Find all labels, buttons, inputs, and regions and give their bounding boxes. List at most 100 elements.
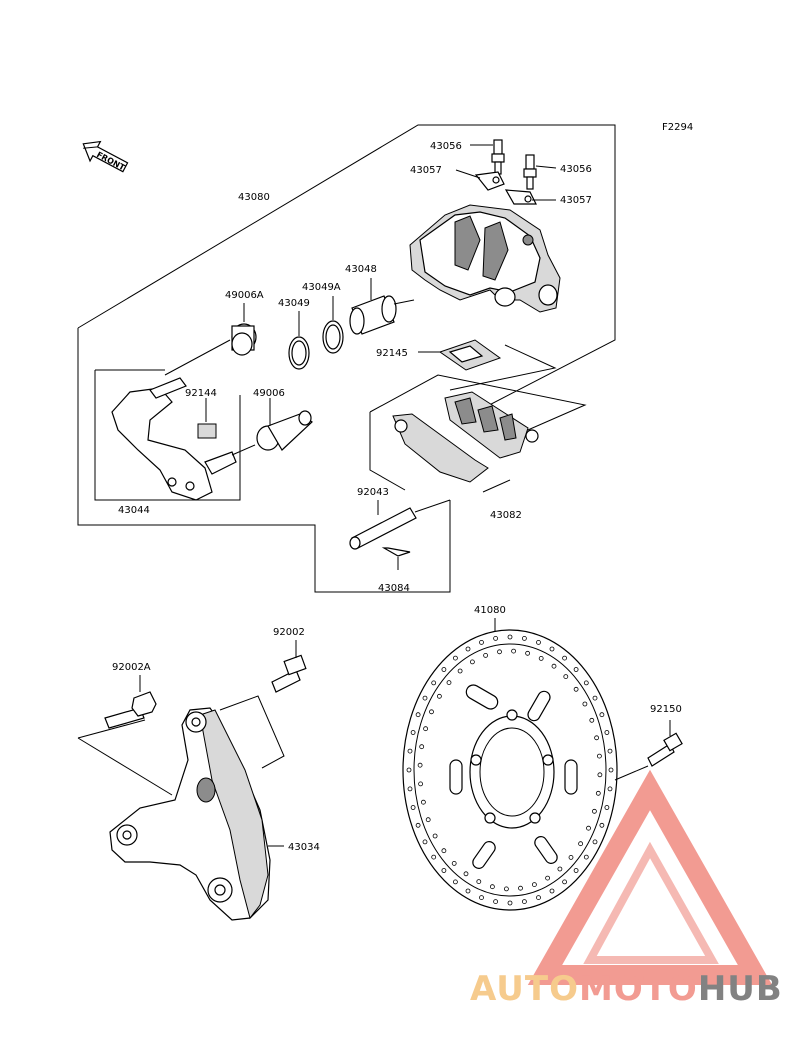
label-43034: 43034 [288,842,320,853]
label-43044: 43044 [118,505,150,516]
disc-vent-holes [406,634,614,906]
figure-code: F2294 [662,122,693,133]
label-92002: 92002 [273,627,305,638]
disc-vent-hole [583,854,589,860]
label-92150: 92150 [650,704,682,715]
label-43049A: 43049A [302,282,341,293]
disc-vent-hole [573,686,579,692]
caliper-holder [109,707,271,921]
bleeder-valve-right [523,154,537,190]
disc-vent-hole [551,663,557,669]
disc-vent-hole [452,879,458,885]
pad-spring [438,339,502,371]
disc-vent-hole [597,772,603,778]
disc-vent-hole [489,884,495,890]
disc-vent-hole [599,712,605,718]
label-43057-left: 43057 [410,165,442,176]
disc-vent-hole [525,650,530,656]
disc-vent-hole [441,848,447,854]
disc-vent-hole [586,825,591,831]
disc-vent-hole [578,841,583,847]
disc-vent-hole [592,695,598,701]
label-43080: 43080 [238,192,270,203]
disc-vent-hole [463,871,469,877]
disc-vent-hole [595,790,601,796]
disc-vent-hole [410,805,416,810]
disc-vent-hole [406,767,412,773]
disc-vent-hole [563,674,569,679]
label-43084: 43084 [378,583,410,594]
bleeder-cap-right [504,189,537,205]
disc-vent-hole [407,786,413,792]
disc-vent-hole [503,886,509,892]
label-43048: 43048 [345,264,377,275]
disc-vent-hole [599,822,605,828]
disc-bolt-holes [470,709,554,824]
disc-vent-hole [594,735,599,741]
disc-vent-hole [607,786,613,792]
disc-vent-hole [493,899,499,904]
disc-vent-hole [573,667,579,672]
disc-vent-hole [562,879,567,885]
label-92144: 92144 [185,388,217,399]
bleeder-cap-left [474,171,505,191]
disc-slots [449,684,578,869]
disc-vent-hole [522,636,527,641]
disc-vent-hole [592,839,598,845]
watermark-triangle-icon [527,769,773,985]
watermark-logo: AUTOMOTOHUB [470,769,783,1009]
disc-vent-hole [431,854,437,860]
disc-vent-hole [465,888,471,894]
disc-vent-hole [425,817,431,823]
rubber-92144 [197,423,217,439]
disc-vent-hole [532,882,537,887]
disc-vent-hole [422,695,428,701]
disc-vent-hole [436,693,442,699]
pad-kit-frame [369,344,587,493]
disc-vent-hole [423,726,429,732]
disc-vent-hole [507,900,513,906]
brake-disc [402,629,618,911]
disc-vent-hole [557,866,563,872]
caliper-bracket [111,377,237,501]
disc-vent-hole [589,717,595,723]
bleeder-valve-left [491,139,505,175]
caliper-body [409,204,561,313]
disc-vent-hole [607,748,613,754]
boot-49006 [256,410,313,451]
disc-vent-hole [457,668,463,674]
disc-vent-hole [549,888,555,894]
disc-vent-hole [441,667,447,672]
disc-vent-hole [507,634,513,640]
disc-vent-hole [479,640,484,645]
disc-vent-hole [493,636,499,641]
label-43057-right: 43057 [560,195,592,206]
disc-vent-hole [497,649,502,655]
disc-vent-hole [452,655,458,661]
label-43056-left: 43056 [430,141,462,152]
disc-vent-hole [536,640,541,645]
disc-vent-hole [545,875,550,881]
watermark-hub: HUB [698,969,783,1009]
label-41080: 41080 [474,605,506,616]
disc-vent-hole [536,895,541,900]
disc-vent-hole [446,680,452,685]
watermark-moto: MOTO [579,969,698,1009]
front-arrow-icon: FRONT [82,140,129,173]
label-49006: 49006 [253,388,285,399]
disc-vent-hole [407,748,413,754]
disc-vent-hole [479,895,484,900]
disc-vent-hole [419,744,425,750]
holder-frame [77,640,297,847]
disc-vent-hole [422,839,428,845]
brake-pad-front [392,413,489,483]
disc-vent-hole [476,879,482,884]
disc-vent-hole [418,781,424,787]
svg-text:AUTOMOTOHUB: AUTOMOTOHUB [470,969,783,1009]
bracket-frame [94,369,241,501]
disc-vent-hole [604,730,610,735]
disc-vent-hole [431,680,437,686]
label-43082: 43082 [490,510,522,521]
label-43056-right: 43056 [560,164,592,175]
